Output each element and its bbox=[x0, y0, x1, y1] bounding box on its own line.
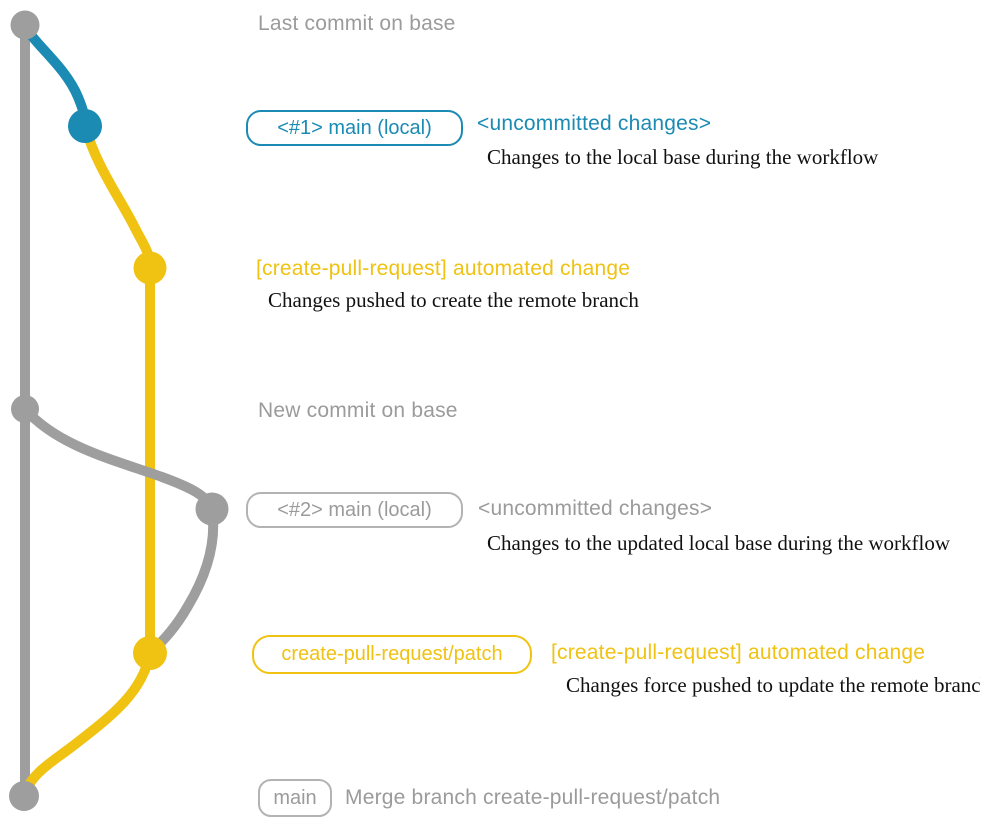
event2-title: [create-pull-request] automated change bbox=[256, 257, 631, 280]
local-main-edge bbox=[20, 22, 90, 131]
milestone-new-commit-label: New commit on base bbox=[258, 399, 458, 422]
badge-patch-branch: create-pull-request/patch bbox=[252, 635, 532, 674]
local-main2-edge-in bbox=[147, 504, 219, 656]
event1-title: <uncommitted changes> bbox=[477, 112, 712, 135]
badge-patch-branch-label: create-pull-request/patch bbox=[281, 643, 503, 665]
event4-title: [create-pull-request] automated change bbox=[551, 641, 926, 664]
commit-dot-patch-1 bbox=[133, 251, 167, 285]
commit-dot-local-main-1 bbox=[68, 109, 102, 143]
milestone-last-commit-label: Last commit on base bbox=[258, 12, 456, 35]
badge-main: main bbox=[258, 779, 332, 817]
badge-main-label: main bbox=[273, 786, 317, 809]
event3-title: <uncommitted changes> bbox=[478, 497, 713, 520]
commit-dot-new-base bbox=[11, 395, 39, 423]
merge-edge bbox=[20, 648, 155, 797]
event1-caption: Changes to the local base during the wor… bbox=[487, 145, 879, 169]
commit-dot-last-base bbox=[10, 10, 40, 40]
event4-caption: Changes force pushed to update the remot… bbox=[566, 673, 981, 697]
event2-caption: Changes pushed to create the remote bran… bbox=[268, 288, 639, 312]
event3-caption: Changes to the updated local base during… bbox=[487, 531, 951, 555]
commit-dot-local-main-2 bbox=[195, 492, 229, 526]
local-main2-edge-out bbox=[20, 404, 217, 514]
commit-dot-patch-2 bbox=[133, 636, 167, 670]
badge-main-local-1: <#1> main (local) bbox=[246, 110, 463, 146]
badge-main-local-1-label: <#1> main (local) bbox=[277, 116, 432, 139]
badge-main-local-2: <#2> main (local) bbox=[246, 492, 463, 528]
commit-dot-merge bbox=[9, 781, 39, 811]
badge-main-local-2-label: <#2> main (local) bbox=[277, 498, 432, 521]
patch-branch-line bbox=[80, 121, 155, 658]
event5-title: Merge branch create-pull-request/patch bbox=[345, 786, 721, 809]
